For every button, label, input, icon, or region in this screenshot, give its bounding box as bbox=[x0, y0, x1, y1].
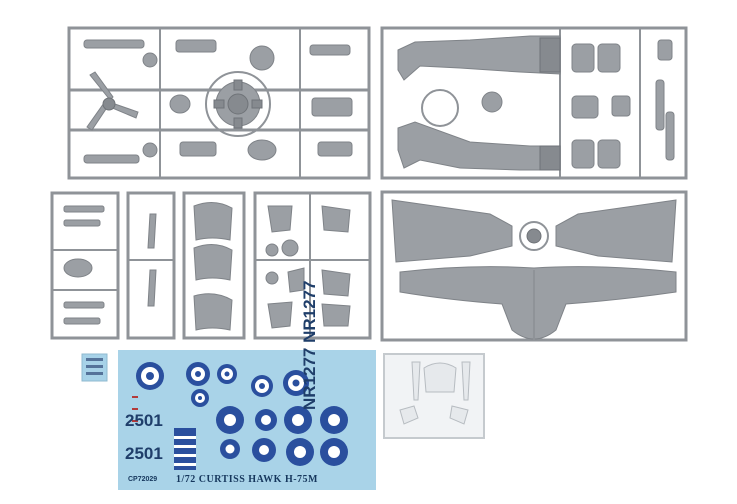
decal-sheet bbox=[118, 350, 376, 490]
decal-code: CP72029 bbox=[128, 476, 158, 483]
sprue-a bbox=[67, 26, 371, 180]
decal-title: 1/72 CURTISS HAWK H-75M bbox=[176, 474, 318, 485]
sprue-g bbox=[380, 190, 688, 342]
decal-number-2: 2501 bbox=[125, 444, 163, 463]
sprue-b bbox=[380, 26, 688, 180]
sprue-f bbox=[253, 191, 372, 340]
decal-registration: NR1277 NR1277 bbox=[300, 280, 319, 410]
mini-decal bbox=[81, 353, 108, 382]
clear-sprue bbox=[383, 353, 485, 439]
decal-number-1: 2501 bbox=[125, 411, 163, 430]
sprue-c bbox=[50, 191, 120, 340]
sprue-d bbox=[126, 191, 176, 340]
sprue-e bbox=[182, 191, 246, 340]
